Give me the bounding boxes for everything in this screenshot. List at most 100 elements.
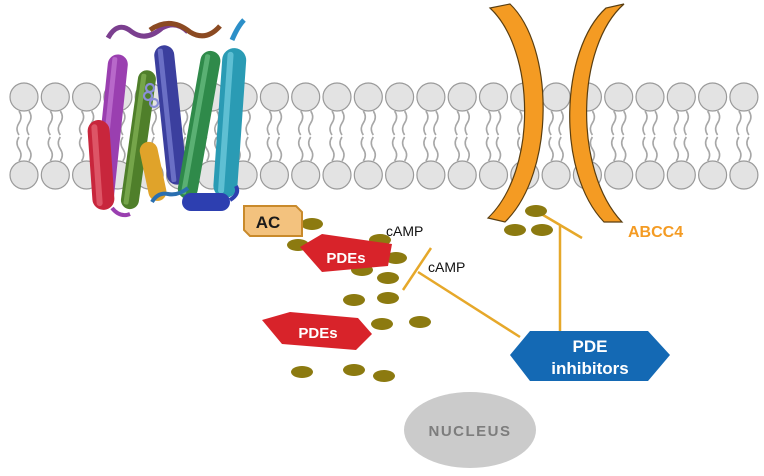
lipid-head bbox=[291, 82, 321, 112]
lipid-head bbox=[478, 160, 509, 190]
lipid-head bbox=[666, 82, 696, 112]
lipid-tail bbox=[610, 136, 617, 162]
lipid-tail bbox=[276, 136, 283, 162]
lipid-tail bbox=[57, 110, 64, 136]
lipid-tail bbox=[78, 136, 85, 162]
lipid-head bbox=[635, 82, 665, 112]
camp-molecule bbox=[291, 366, 313, 378]
lipid-head bbox=[416, 160, 446, 190]
lipid-tail bbox=[610, 110, 617, 136]
lipid-tail bbox=[746, 136, 752, 162]
lipid-tail bbox=[714, 110, 721, 136]
lipid-tail bbox=[589, 136, 596, 162]
lipid-tail bbox=[642, 136, 648, 162]
lipid-head bbox=[541, 82, 571, 112]
nucleus: NUCLEUS bbox=[404, 392, 536, 468]
lipid-tail bbox=[704, 136, 711, 162]
lipid-tail bbox=[495, 110, 502, 136]
lipid-tail bbox=[464, 110, 470, 136]
inhibition-bar-pdes bbox=[401, 247, 433, 291]
lipid-tail bbox=[307, 136, 314, 162]
lipid-tail bbox=[360, 110, 367, 136]
lipid-tail bbox=[182, 110, 189, 136]
camp-molecule bbox=[343, 364, 365, 376]
lipid-head bbox=[385, 160, 415, 190]
camp-molecule bbox=[377, 292, 399, 304]
lipid-tail bbox=[464, 136, 470, 162]
lipid-tails bbox=[16, 110, 752, 162]
camp-molecule bbox=[301, 218, 323, 230]
gpcr-ribbon-structure-icon bbox=[87, 18, 247, 218]
lipid-tail bbox=[517, 110, 523, 136]
lipid-head bbox=[447, 82, 477, 112]
lipid-tail bbox=[704, 110, 711, 136]
lipid-head bbox=[447, 160, 477, 190]
lipid-tail bbox=[433, 110, 439, 136]
lipid-tail bbox=[736, 110, 742, 136]
pde-inhibitors-label-line1: PDE bbox=[573, 337, 608, 356]
lipid-tail bbox=[266, 136, 273, 162]
lipid-tail bbox=[401, 110, 408, 136]
lipid-tail bbox=[683, 110, 690, 136]
lipid-tail bbox=[652, 110, 658, 136]
lipid-tail bbox=[423, 110, 429, 136]
lipid-tail bbox=[266, 110, 273, 136]
lipid-tail bbox=[548, 136, 554, 162]
pdes-label-upper: PDEs bbox=[326, 250, 365, 267]
inhibition-lines bbox=[401, 210, 583, 339]
lipid-tail bbox=[47, 110, 54, 136]
lipid-tail bbox=[245, 136, 251, 162]
lipid-head bbox=[353, 160, 383, 190]
lipid-tail bbox=[16, 136, 22, 162]
lipid-tail bbox=[26, 136, 32, 162]
lipid-head bbox=[322, 82, 352, 112]
lipid-head bbox=[666, 160, 696, 190]
lipid-tail bbox=[558, 110, 564, 136]
lipid-tail bbox=[329, 136, 335, 162]
lipid-tail bbox=[16, 110, 22, 136]
lipid-tail bbox=[307, 110, 314, 136]
lipid-tail bbox=[57, 136, 64, 162]
pdes-label-lower: PDEs bbox=[298, 325, 337, 342]
lipid-head bbox=[353, 82, 383, 112]
lipid-head bbox=[385, 82, 415, 112]
lipid-tail bbox=[78, 110, 85, 136]
lipid-tail bbox=[370, 110, 377, 136]
lipid-tail bbox=[339, 136, 345, 162]
pde-inhibitors-drug: PDE inhibitors bbox=[510, 331, 670, 381]
lipid-tail bbox=[620, 110, 627, 136]
pdes-enzyme-upper: PDEs bbox=[300, 234, 392, 272]
inhibitor-to-pdes-line bbox=[417, 270, 521, 339]
camp-label-2: cAMP bbox=[428, 259, 465, 275]
lipid-tail bbox=[245, 110, 251, 136]
lipid-tail bbox=[673, 136, 680, 162]
abcc4-label: ABCC4 bbox=[628, 224, 683, 241]
lipid-head bbox=[604, 82, 634, 112]
lipid-head bbox=[40, 82, 70, 112]
lipid-tail bbox=[47, 136, 54, 162]
lipid-tail bbox=[370, 136, 377, 162]
lipid-head bbox=[697, 82, 728, 112]
camp-molecule bbox=[409, 316, 431, 328]
lipid-tail bbox=[652, 136, 658, 162]
camp-molecule bbox=[343, 294, 365, 306]
ac-label: AC bbox=[256, 213, 281, 232]
lipid-head bbox=[478, 82, 509, 112]
lipid-tail bbox=[714, 136, 721, 162]
lipid-tail bbox=[339, 110, 345, 136]
nucleus-label: NUCLEUS bbox=[428, 423, 511, 440]
lipid-tail bbox=[683, 136, 690, 162]
lipid-tail bbox=[736, 136, 742, 162]
lipid-head bbox=[729, 82, 759, 112]
lipid-tail bbox=[423, 136, 429, 162]
lipid-tail bbox=[329, 110, 335, 136]
lipid-head bbox=[604, 160, 634, 190]
camp-molecule bbox=[377, 272, 399, 284]
lipid-head bbox=[259, 160, 289, 190]
lipid-tail bbox=[297, 110, 304, 136]
lipid-tail bbox=[548, 110, 554, 136]
lipid-head bbox=[541, 160, 571, 190]
camp-label-1: cAMP bbox=[386, 223, 423, 239]
